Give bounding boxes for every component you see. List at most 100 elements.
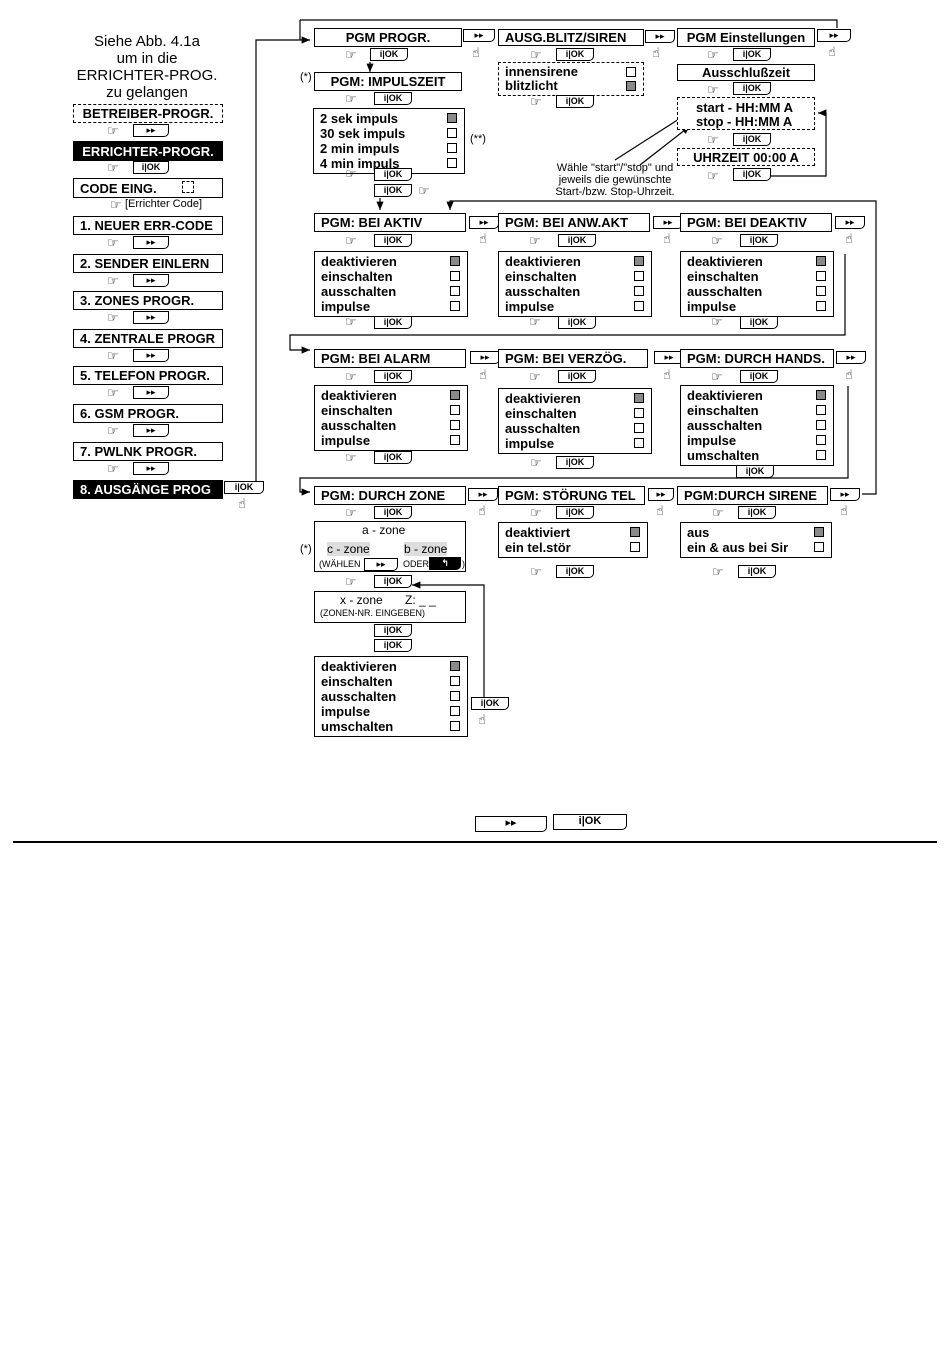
sidebar-menu-item[interactable]: 3. ZONES PROGR. (73, 291, 223, 310)
option-checkbox[interactable] (634, 301, 644, 311)
sidebar-menu-item[interactable]: 2. SENDER EINLERN (73, 254, 223, 273)
option-checkbox[interactable] (816, 420, 826, 430)
option-checkbox[interactable] (450, 435, 460, 445)
option-row[interactable]: ausschalten (321, 284, 467, 299)
option-checkbox[interactable] (447, 113, 457, 123)
ok-button[interactable]: i|OK (556, 95, 594, 108)
option-row[interactable]: einschalten (321, 269, 467, 284)
next-button[interactable]: ▸▸ (835, 216, 865, 229)
sidebar-menu-item[interactable]: 7. PWLNK PROGR. (73, 442, 223, 461)
next-button[interactable]: ▸▸ (133, 236, 169, 249)
option-checkbox[interactable] (450, 256, 460, 266)
option-checkbox[interactable] (816, 390, 826, 400)
option-row[interactable]: impulse (505, 436, 651, 451)
option-row[interactable]: einschalten (505, 269, 651, 284)
option-checkbox[interactable] (450, 706, 460, 716)
option-checkbox[interactable] (816, 271, 826, 281)
option-row[interactable]: deaktivieren (321, 388, 467, 403)
option-row[interactable]: ausschalten (687, 418, 833, 433)
option-row[interactable]: einschalten (505, 406, 651, 421)
option-checkbox[interactable] (634, 271, 644, 281)
sidebar-menu-item[interactable]: 6. GSM PROGR. (73, 404, 223, 423)
option-checkbox[interactable] (450, 661, 460, 671)
option-checkbox[interactable] (816, 435, 826, 445)
ok-button[interactable]: i|OK (374, 92, 412, 105)
sidebar-menu-item[interactable]: 5. TELEFON PROGR. (73, 366, 223, 385)
option-row[interactable]: 30 sek impuls (320, 126, 464, 141)
option-checkbox[interactable] (814, 542, 824, 552)
next-button[interactable]: ▸▸ (653, 216, 683, 229)
ok-button[interactable]: i|OK (740, 370, 778, 383)
option-row[interactable]: deaktivieren (505, 254, 651, 269)
ok-button[interactable]: i|OK (374, 234, 412, 247)
option-checkbox[interactable] (816, 256, 826, 266)
sidebar-menu-item[interactable]: 1. NEUER ERR-CODE (73, 216, 223, 235)
ok-button[interactable]: i|OK (740, 234, 778, 247)
option-checkbox[interactable] (634, 438, 644, 448)
ok-button[interactable]: i|OK (556, 565, 594, 578)
option-row[interactable]: einschalten (687, 269, 833, 284)
next-button[interactable]: ▸▸ (133, 124, 169, 137)
ok-button[interactable]: i|OK (740, 316, 778, 329)
option-checkbox[interactable] (450, 676, 460, 686)
betreiber-progr-item[interactable]: BETREIBER-PROGR. (73, 104, 223, 123)
option-row[interactable]: deaktivieren (321, 254, 467, 269)
ok-button[interactable]: i|OK (733, 168, 771, 181)
next-button[interactable]: ▸▸ (133, 424, 169, 437)
option-checkbox[interactable] (447, 128, 457, 138)
option-checkbox[interactable] (447, 158, 457, 168)
ok-button[interactable]: i|OK (374, 575, 412, 588)
ok-button[interactable]: i|OK (370, 48, 408, 61)
sidebar-item-ausgaenge-active[interactable]: 8. AUSGÄNGE PROG (73, 480, 223, 499)
option-row[interactable]: umschalten (321, 719, 467, 734)
option-checkbox[interactable] (630, 527, 640, 537)
ok-button[interactable]: i|OK (556, 48, 594, 61)
option-row[interactable]: 2 min impuls (320, 141, 464, 156)
ok-button[interactable]: i|OK (736, 465, 774, 478)
option-checkbox[interactable] (634, 423, 644, 433)
ok-button[interactable]: i|OK (738, 565, 776, 578)
ok-button[interactable]: i|OK (733, 82, 771, 95)
ok-button[interactable]: i|OK (374, 168, 412, 181)
option-checkbox[interactable] (634, 256, 644, 266)
ok-button[interactable]: i|OK (374, 184, 412, 197)
next-button[interactable]: ▸▸ (133, 386, 169, 399)
code-input-field[interactable] (182, 181, 194, 193)
option-checkbox[interactable] (814, 527, 824, 537)
errichter-progr-item[interactable]: ERRICHTER-PROGR. (73, 141, 223, 161)
option-row[interactable]: impulse (505, 299, 651, 314)
option-row[interactable]: impulse (321, 299, 467, 314)
option-row[interactable]: umschalten (687, 448, 833, 463)
ok-button[interactable]: i|OK (558, 316, 596, 329)
option-row[interactable]: 4 min impuls (320, 156, 464, 171)
option-checkbox[interactable] (634, 393, 644, 403)
option-row[interactable]: ausschalten (321, 418, 467, 433)
next-button[interactable]: ▸▸ (463, 29, 495, 42)
ok-button[interactable]: i|OK (471, 697, 509, 710)
ok-button[interactable]: i|OK (374, 316, 412, 329)
option-checkbox[interactable] (634, 408, 644, 418)
next-button[interactable]: ▸▸ (133, 349, 169, 362)
option-checkbox[interactable] (634, 286, 644, 296)
option-row[interactable]: innensirene (505, 65, 643, 79)
option-checkbox[interactable] (450, 286, 460, 296)
option-row[interactable]: 2 sek impuls (320, 111, 464, 126)
next-button[interactable]: ▸▸ (836, 351, 866, 364)
ok-button[interactable]: i|OK (738, 506, 776, 519)
legend-ok-button[interactable]: i|OK (553, 814, 627, 830)
ok-button[interactable]: i|OK (224, 481, 264, 494)
option-checkbox[interactable] (816, 405, 826, 415)
option-row[interactable]: deaktivieren (687, 254, 833, 269)
option-checkbox[interactable] (447, 143, 457, 153)
option-checkbox[interactable] (630, 542, 640, 552)
option-checkbox[interactable] (450, 301, 460, 311)
option-row[interactable]: blitzlicht (505, 79, 643, 93)
legend-next-button[interactable]: ▸▸ (475, 816, 547, 832)
option-row[interactable]: deaktivieren (505, 391, 651, 406)
code-entry-item[interactable]: CODE EING. (73, 178, 223, 198)
ok-button[interactable]: i|OK (374, 624, 412, 637)
ok-button[interactable]: i|OK (374, 370, 412, 383)
ok-button[interactable]: i|OK (556, 456, 594, 469)
option-row[interactable]: einschalten (321, 403, 467, 418)
next-button[interactable]: ▸▸ (645, 30, 675, 43)
